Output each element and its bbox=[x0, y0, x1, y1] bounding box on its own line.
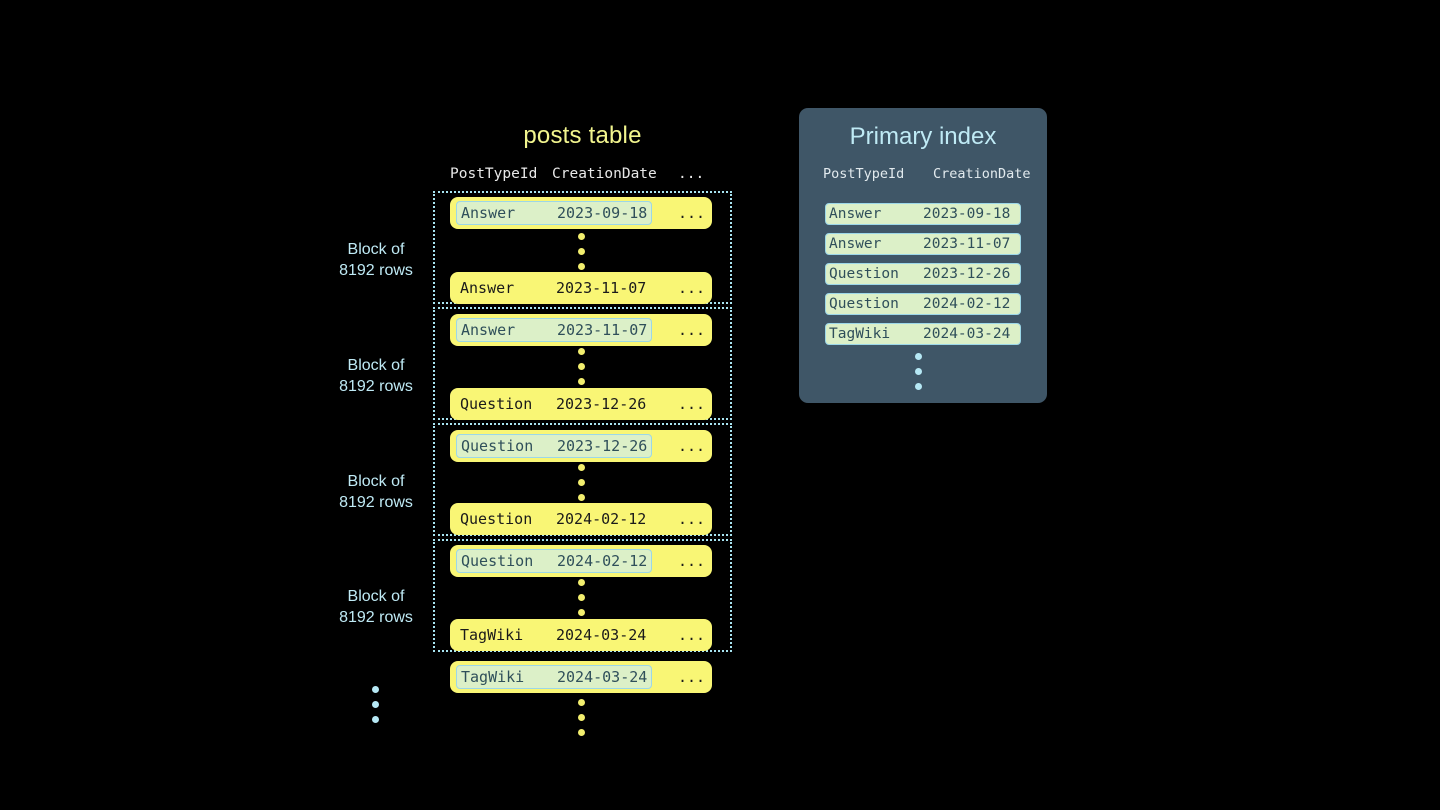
posts-table-column-headers: PostTypeId CreationDate ... bbox=[450, 166, 716, 186]
posts-table-section: posts table PostTypeId CreationDate ... … bbox=[306, 122, 732, 744]
block-1-label-line1: Block of bbox=[347, 241, 405, 258]
block-3-label-line1: Block of bbox=[347, 473, 405, 490]
row-cells: Question 2023-12-26 bbox=[456, 392, 650, 416]
row-posttypeid: Question bbox=[461, 552, 534, 570]
row-cells: Question 2023-12-26 bbox=[456, 434, 653, 458]
index-row: Answer 2023-11-07 bbox=[825, 233, 1021, 255]
table-row: Answer 2023-11-07 ... bbox=[450, 314, 712, 346]
block-2-label-line2: 8192 rows bbox=[339, 378, 413, 395]
row-creationdate: 2023-12-26 bbox=[556, 395, 647, 413]
primary-index-panel: Primary index PostTypeId CreationDate An… bbox=[799, 108, 1047, 403]
row-more: ... bbox=[678, 552, 706, 570]
index-column-header-posttypeid: PostTypeId bbox=[823, 166, 905, 182]
row-creationdate: 2024-02-12 bbox=[557, 552, 648, 570]
row-posttypeid: Question bbox=[460, 510, 533, 528]
row-posttypeid: Answer bbox=[461, 321, 516, 339]
primary-index-column-headers: PostTypeId CreationDate bbox=[823, 166, 1031, 186]
row-creationdate: 2023-11-07 bbox=[556, 279, 647, 297]
table-row: TagWiki 2024-03-24 ... bbox=[450, 619, 712, 651]
block-3-label: Block of 8192 rows bbox=[306, 471, 446, 513]
block-2-label-line1: Block of bbox=[347, 357, 405, 374]
row-creationdate: 2024-03-24 bbox=[557, 668, 648, 686]
index-row: Question 2024-02-12 bbox=[825, 293, 1021, 315]
row-cells: Question 2024-02-12 bbox=[456, 549, 653, 573]
row-creationdate: 2024-03-24 bbox=[556, 626, 647, 644]
block-4-label: Block of 8192 rows bbox=[306, 586, 446, 628]
row-cells: TagWiki 2024-03-24 bbox=[456, 623, 650, 647]
index-row-posttypeid: Question bbox=[829, 296, 899, 312]
block-3-label-line2: 8192 rows bbox=[339, 494, 413, 511]
block-4-label-line2: 8192 rows bbox=[339, 609, 413, 626]
index-row-posttypeid: Answer bbox=[829, 236, 882, 252]
index-row-creationdate: 2024-03-24 bbox=[923, 326, 1011, 342]
index-row: Question 2023-12-26 bbox=[825, 263, 1021, 285]
table-row: Answer 2023-11-07 ... bbox=[450, 272, 712, 304]
row-more: ... bbox=[678, 510, 706, 528]
row-ellipsis-dots bbox=[578, 233, 586, 278]
index-row: TagWiki 2024-03-24 bbox=[825, 323, 1021, 345]
row-creationdate: 2023-09-18 bbox=[557, 204, 648, 222]
block-4-label-line1: Block of bbox=[347, 588, 405, 605]
row-cells: Question 2024-02-12 bbox=[456, 507, 650, 531]
index-row: Answer 2023-09-18 bbox=[825, 203, 1021, 225]
index-row-posttypeid: Question bbox=[829, 266, 899, 282]
row-posttypeid: TagWiki bbox=[460, 626, 524, 644]
index-row-creationdate: 2023-12-26 bbox=[923, 266, 1011, 282]
column-header-creationdate: CreationDate bbox=[552, 166, 657, 182]
row-more: ... bbox=[678, 668, 706, 686]
blocks-continuation-dots bbox=[372, 686, 380, 731]
row-cells: Answer 2023-11-07 bbox=[456, 276, 650, 300]
row-cells: Answer 2023-09-18 bbox=[456, 201, 653, 225]
table-row: Question 2024-02-12 ... bbox=[450, 545, 712, 577]
index-row-posttypeid: TagWiki bbox=[829, 326, 891, 342]
table-row: TagWiki 2024-03-24 ... bbox=[450, 661, 712, 693]
index-column-header-creationdate: CreationDate bbox=[933, 166, 1031, 182]
posts-table-title: posts table bbox=[523, 122, 642, 149]
row-more: ... bbox=[678, 321, 706, 339]
row-more: ... bbox=[678, 204, 706, 222]
index-row-creationdate: 2023-11-07 bbox=[923, 236, 1011, 252]
row-ellipsis-dots bbox=[578, 464, 586, 509]
row-posttypeid: Question bbox=[460, 395, 533, 413]
block-3 bbox=[433, 423, 732, 536]
row-posttypeid: Question bbox=[461, 437, 534, 455]
table-row: Answer 2023-09-18 ... bbox=[450, 197, 712, 229]
row-more: ... bbox=[678, 437, 706, 455]
row-cells: Answer 2023-11-07 bbox=[456, 318, 653, 342]
block-2-label: Block of 8192 rows bbox=[306, 355, 446, 397]
row-more: ... bbox=[678, 279, 706, 297]
index-row-posttypeid: Answer bbox=[829, 206, 882, 222]
table-continuation-dots bbox=[578, 699, 586, 744]
row-posttypeid: TagWiki bbox=[461, 668, 525, 686]
column-header-posttypeid: PostTypeId bbox=[450, 166, 538, 182]
row-ellipsis-dots bbox=[578, 579, 586, 624]
row-posttypeid: Answer bbox=[460, 279, 515, 297]
index-continuation-dots bbox=[915, 353, 923, 398]
block-1-label-line2: 8192 rows bbox=[339, 262, 413, 279]
primary-index-title: Primary index bbox=[849, 123, 997, 150]
row-creationdate: 2024-02-12 bbox=[556, 510, 647, 528]
row-more: ... bbox=[678, 626, 706, 644]
block-4 bbox=[433, 539, 732, 652]
row-cells: TagWiki 2024-03-24 bbox=[456, 665, 653, 689]
index-row-creationdate: 2023-09-18 bbox=[923, 206, 1011, 222]
table-row: Question 2023-12-26 ... bbox=[450, 430, 712, 462]
column-header-more: ... bbox=[678, 166, 705, 182]
table-row: Question 2024-02-12 ... bbox=[450, 503, 712, 535]
block-1-label: Block of 8192 rows bbox=[306, 239, 446, 281]
row-creationdate: 2023-12-26 bbox=[557, 437, 648, 455]
index-row-creationdate: 2024-02-12 bbox=[923, 296, 1011, 312]
table-row: Question 2023-12-26 ... bbox=[450, 388, 712, 420]
row-ellipsis-dots bbox=[578, 348, 586, 393]
row-creationdate: 2023-11-07 bbox=[557, 321, 648, 339]
row-more: ... bbox=[678, 395, 706, 413]
row-posttypeid: Answer bbox=[461, 204, 516, 222]
